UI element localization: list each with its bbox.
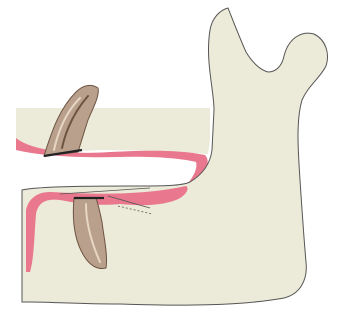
upper-jaw-bone [16, 108, 210, 154]
